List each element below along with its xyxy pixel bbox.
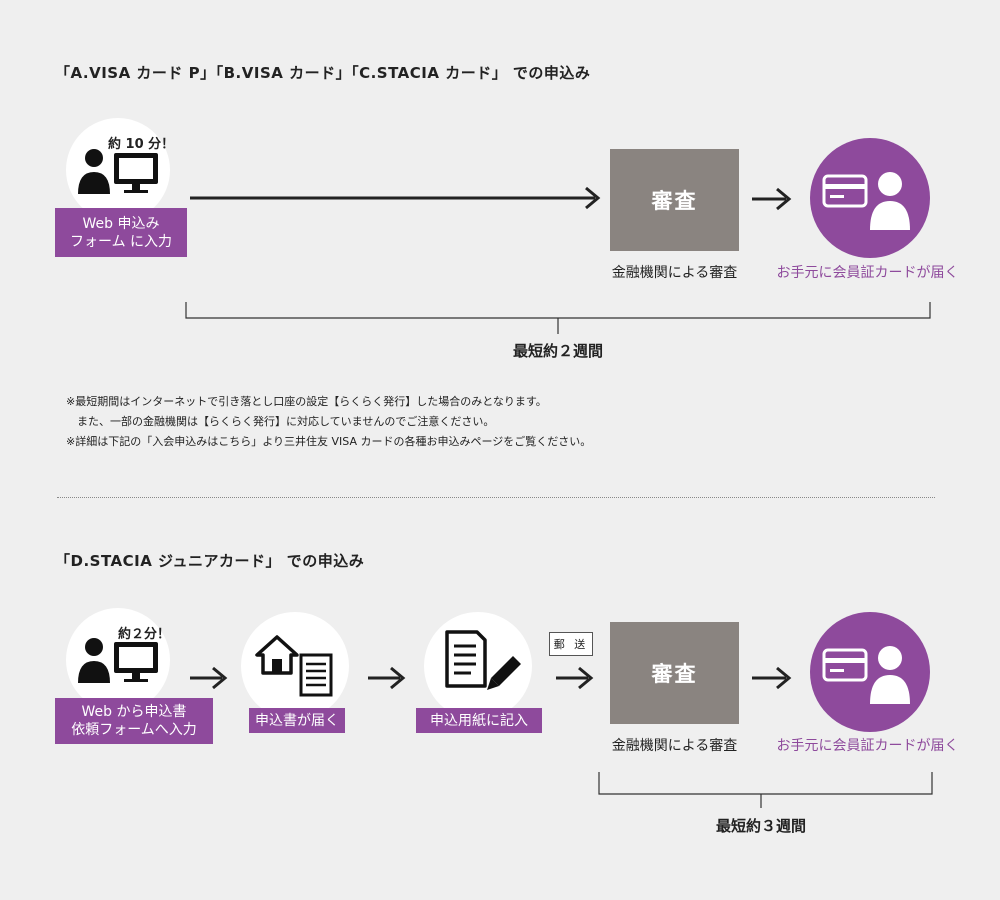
- house-document-icon: [255, 635, 333, 697]
- fill-form-label: 申込用紙に記入: [416, 708, 542, 733]
- arrow-icon: [752, 187, 792, 211]
- section-divider: [57, 497, 935, 498]
- person-icon: [78, 149, 110, 194]
- note-line: ※詳細は下記の「入会申込みはこちら」より三井住友 VISA カードの各種お申込み…: [66, 435, 592, 448]
- arrow-icon: [190, 666, 228, 690]
- review-caption: 金融機関による審査: [611, 738, 738, 754]
- person-icon: [870, 646, 910, 704]
- mail-tag: 郵 送: [549, 632, 593, 656]
- arrow-icon: [368, 666, 406, 690]
- monitor-icon: [114, 153, 158, 193]
- card-person-icon: [822, 646, 910, 704]
- note-line: ※最短期間はインターネットで引き落とし口座の設定【らくらく発行】した場合のみとな…: [66, 395, 547, 408]
- review-box: 審査: [610, 622, 739, 724]
- section2-heading: 「D.STACIA ジュニアカード」 での申込み: [55, 552, 365, 570]
- arrow-icon: [752, 666, 792, 690]
- document-icon: [299, 653, 333, 697]
- person-monitor-icon: [78, 149, 158, 194]
- application-arrives-label: 申込書が届く: [249, 708, 345, 733]
- person-monitor-icon: [78, 638, 158, 683]
- card-delivery-caption: お手元に会員証カードが届く: [776, 738, 959, 754]
- period-bracket: [598, 772, 933, 808]
- review-box: 審査: [610, 149, 739, 251]
- monitor-icon: [114, 642, 158, 682]
- pencil-icon: [487, 656, 521, 690]
- credit-card-icon: [822, 174, 868, 208]
- card-delivery-caption: お手元に会員証カードが届く: [776, 265, 959, 281]
- period-bracket: [185, 302, 931, 334]
- person-icon: [78, 638, 110, 683]
- person-icon: [870, 172, 910, 230]
- long-arrow-icon: [190, 186, 601, 210]
- request-form-label: Web から申込書 依頼フォームへ入力: [55, 698, 213, 744]
- period-label: 最短約３週間: [715, 817, 806, 835]
- document-icon: [445, 630, 487, 688]
- time-note: 約２分！: [118, 627, 171, 642]
- time-note: 約 10 分！: [108, 137, 175, 152]
- review-caption: 金融機関による審査: [611, 265, 738, 281]
- arrow-icon: [556, 666, 594, 690]
- period-label: 最短約２週間: [512, 342, 603, 360]
- card-person-icon: [822, 172, 910, 230]
- web-form-label: Web 申込み フォーム に入力: [55, 208, 187, 257]
- note-line: また、一部の金融機関は【らくらく発行】に対応していませんのでご注意ください。: [66, 415, 495, 428]
- house-icon: [255, 635, 299, 675]
- document-pencil-icon: [445, 630, 521, 690]
- section1-heading: 「A.VISA カード P」「B.VISA カード」「C.STACIA カード」…: [55, 64, 591, 82]
- credit-card-icon: [822, 648, 868, 682]
